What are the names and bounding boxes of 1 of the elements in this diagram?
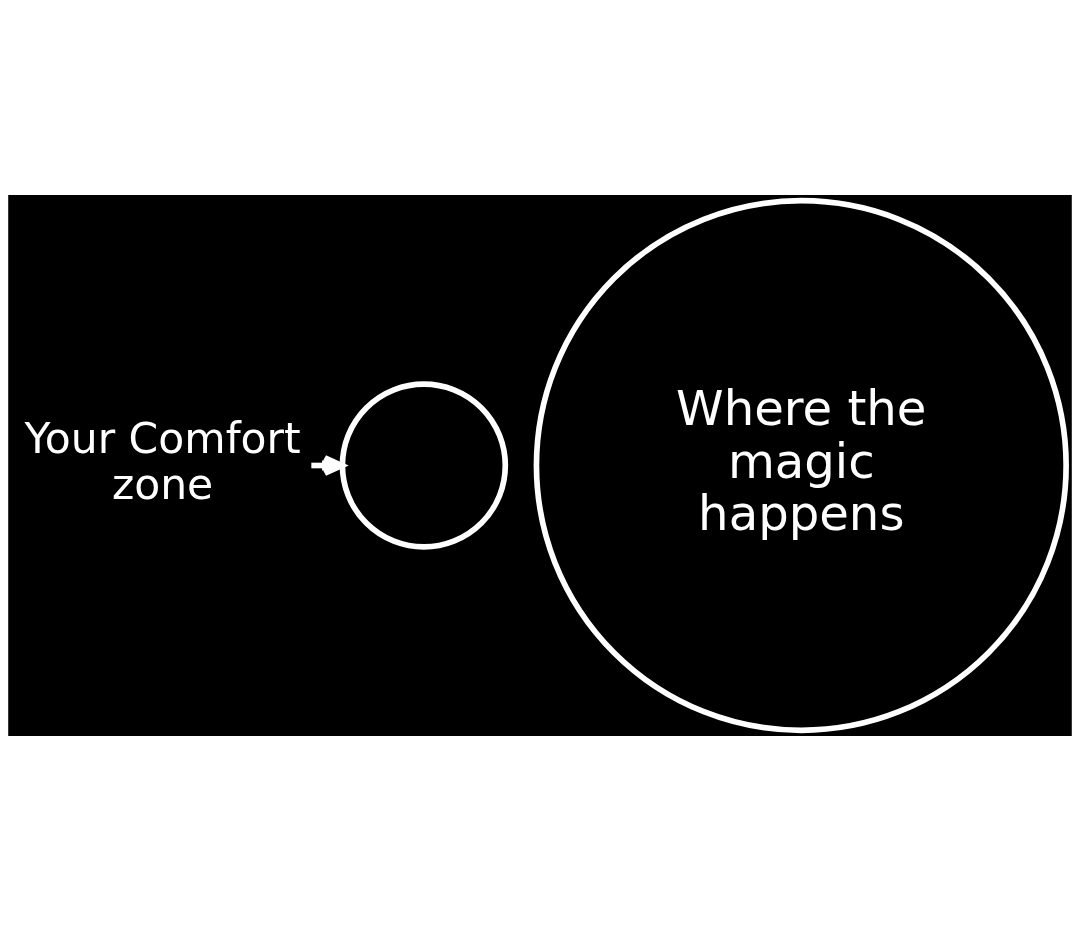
node-text: Your Comfort zone — [24, 413, 301, 510]
